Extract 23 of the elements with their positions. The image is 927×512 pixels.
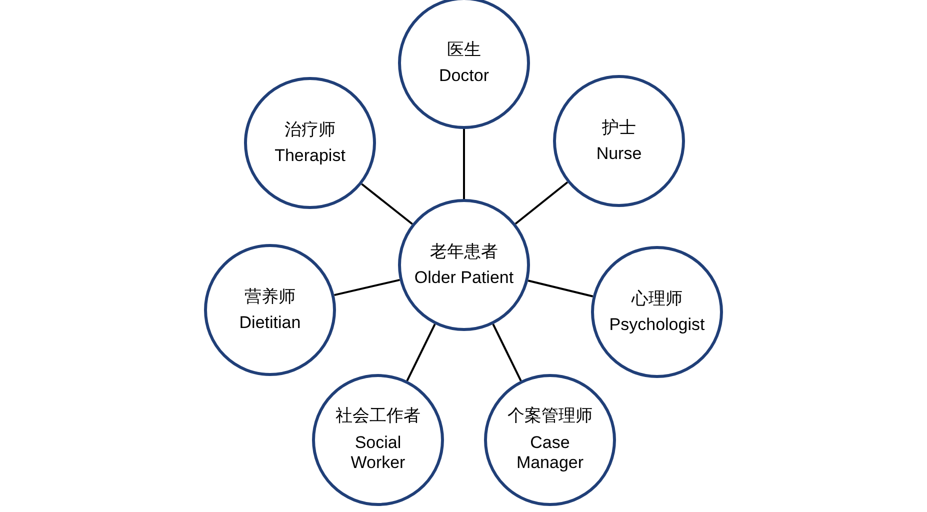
english-label: Doctor xyxy=(438,66,490,86)
chinese-label: 社会工作者 xyxy=(336,406,420,427)
chinese-label: 老年患者 xyxy=(430,242,498,262)
chinese-label: 营养师 xyxy=(244,286,296,307)
connector-line xyxy=(492,324,522,382)
english-label: Psychologist xyxy=(609,315,705,336)
english-label: Nurse xyxy=(596,144,642,164)
connector-line xyxy=(528,280,594,298)
chinese-label: 护士 xyxy=(602,118,636,138)
chinese-label: 心理师 xyxy=(632,288,682,309)
english-label: Older Patient xyxy=(414,268,514,288)
english-label: Social Worker xyxy=(350,432,406,474)
english-label: Case Manager xyxy=(515,432,585,474)
connector-line xyxy=(514,181,568,225)
chinese-label: 医生 xyxy=(447,40,481,60)
connector-line xyxy=(406,324,436,382)
chinese-label: 个案管理师 xyxy=(508,406,592,427)
connector-line xyxy=(334,278,400,296)
chinese-label: 治疗师 xyxy=(284,120,336,140)
connector-line xyxy=(463,129,465,199)
english-label: Dietitian xyxy=(239,313,301,334)
english-label: Therapist xyxy=(274,146,346,166)
connector-line xyxy=(361,183,413,225)
